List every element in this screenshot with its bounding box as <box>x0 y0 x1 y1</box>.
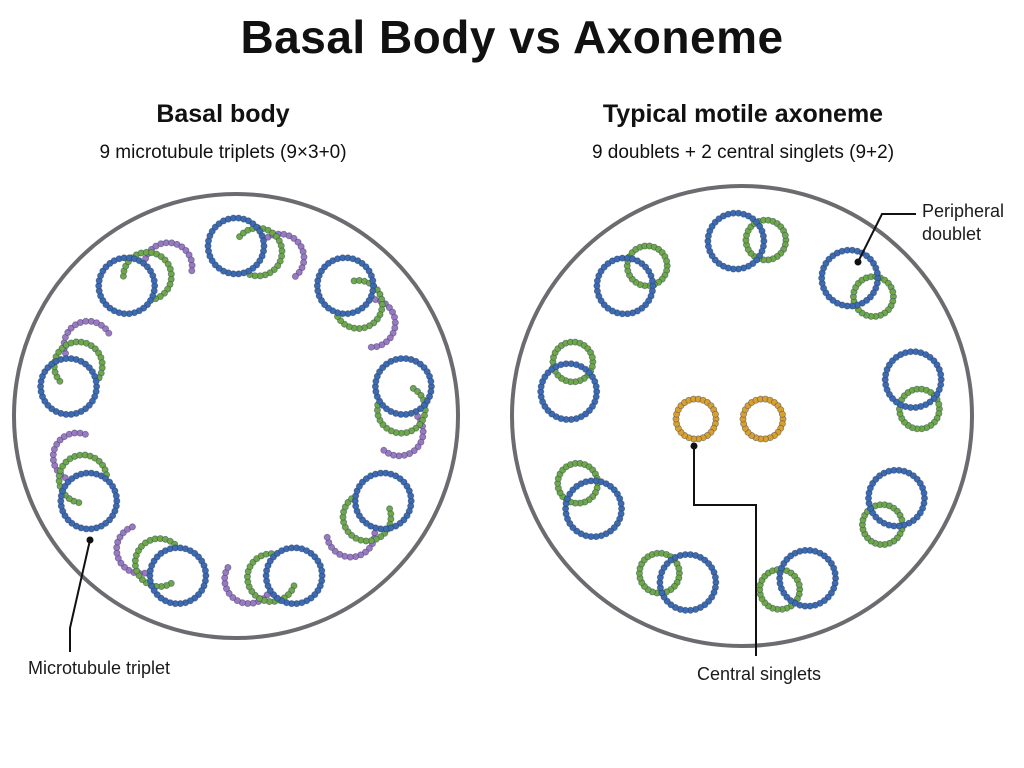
triplet-label: Microtubule triplet <box>28 658 171 678</box>
central-singlet-right <box>739 395 787 443</box>
a-tubule <box>562 477 626 541</box>
central-singlets-label: Central singlets <box>697 664 822 684</box>
triplet-callout-line <box>69 539 91 652</box>
basal-body-heading: Basal body <box>156 100 290 128</box>
a-tubule <box>351 469 415 533</box>
a-tubule <box>262 544 326 608</box>
a-tubule <box>57 469 121 533</box>
page-title: Basal Body vs Axoneme <box>240 11 784 63</box>
peripheral-doublet <box>818 246 897 320</box>
basal-body-subheading: 9 microtubule triplets (9×3+0) <box>99 142 347 163</box>
triplet-callout-dot <box>86 536 94 544</box>
b-tubule <box>742 216 790 264</box>
axoneme-subheading: 9 doublets + 2 central singlets (9+2) <box>591 142 895 163</box>
b-tubule <box>131 535 179 591</box>
microtubule-triplet <box>221 544 326 608</box>
axoneme-doublets <box>537 209 945 614</box>
b-tubule <box>333 276 386 332</box>
basal-body-outline <box>12 192 460 640</box>
a-tubule <box>37 355 101 418</box>
peripheral-doublet <box>881 348 945 433</box>
microtubule-triplet <box>323 469 415 561</box>
peripheral-callout-dot <box>854 258 862 266</box>
a-tubule <box>537 360 601 423</box>
peripheral-callout-line <box>857 213 916 263</box>
a-tubule <box>313 254 377 318</box>
b-tubule <box>756 566 804 613</box>
c-tubule <box>367 296 399 351</box>
peripheral-doublet <box>704 209 790 273</box>
c-tubule <box>60 317 113 357</box>
a-tubule <box>656 551 720 614</box>
peripheral-doublet <box>635 549 720 614</box>
a-tubule <box>146 544 210 608</box>
c-tubule <box>142 239 196 275</box>
peripheral-doublet <box>756 546 840 613</box>
c-tubule <box>221 564 271 608</box>
peripheral-doublet <box>554 459 626 541</box>
central-callout-line <box>693 446 757 656</box>
peripheral-doublet <box>858 466 929 549</box>
a-tubule <box>776 546 840 610</box>
microtubule-triplet <box>49 429 121 533</box>
axoneme-heading: Typical motile axoneme <box>602 100 884 128</box>
peripheral-label-line2: doublet <box>922 224 982 244</box>
c-tubule <box>113 523 149 577</box>
microtubule-triplet <box>313 254 399 351</box>
microtubule-triplet <box>37 317 113 418</box>
a-tubule <box>881 348 945 411</box>
microtubule-triplet <box>204 214 308 280</box>
a-tubule <box>95 254 159 318</box>
central-callout-dot <box>690 442 698 450</box>
microtubule-triplet <box>95 239 196 318</box>
axoneme-outline <box>510 184 974 648</box>
a-tubule <box>865 466 929 530</box>
a-tubule <box>204 214 268 278</box>
central-singlets <box>672 395 787 443</box>
basal-body-triplets <box>37 214 435 608</box>
microtubule-triplet <box>113 523 210 608</box>
a-tubule <box>704 209 768 273</box>
a-tubule <box>371 355 435 418</box>
peripheral-doublet <box>537 338 601 423</box>
c-tubule <box>323 529 379 561</box>
a-tubule <box>818 246 882 310</box>
microtubule-triplet <box>371 355 435 460</box>
central-singlet-left <box>672 395 720 443</box>
peripheral-label-line1: Peripheral <box>922 201 1005 221</box>
peripheral-doublet <box>593 242 671 318</box>
a-tubule <box>593 254 657 318</box>
